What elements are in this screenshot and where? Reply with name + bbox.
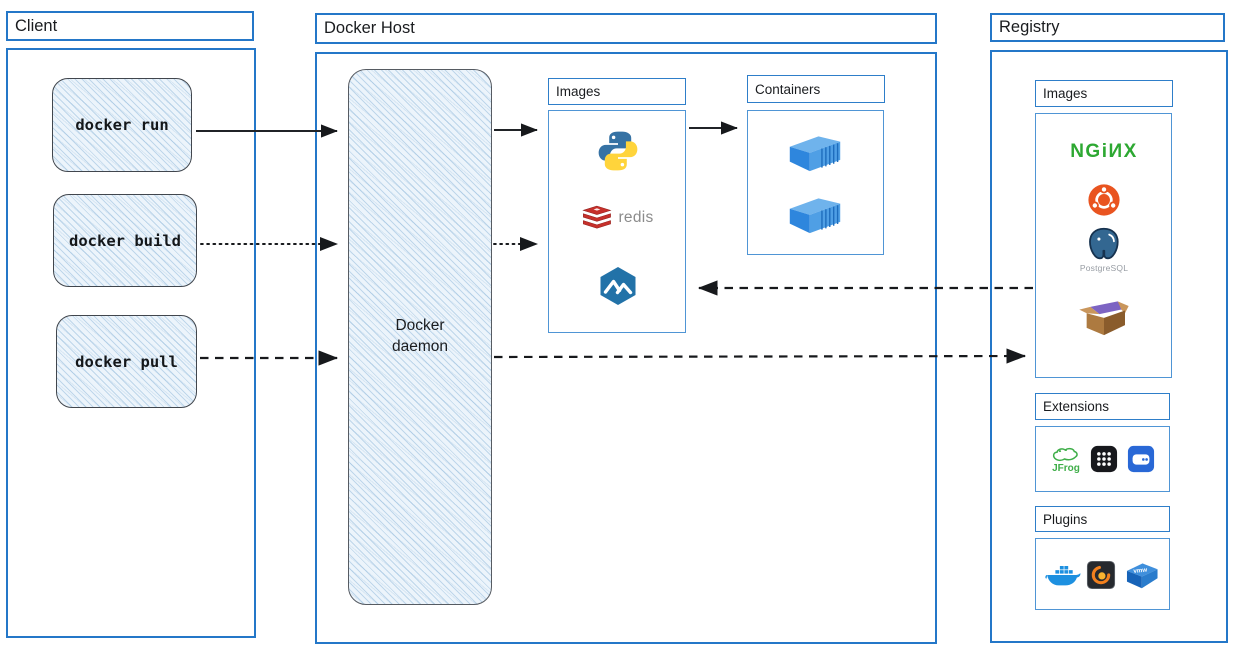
dots-grid-extension-icon <box>1090 445 1118 473</box>
docker-whale-icon <box>1045 566 1081 586</box>
grafana-icon <box>1086 560 1116 590</box>
postgresql-icon <box>1089 227 1119 260</box>
grafana-icon <box>1086 560 1116 590</box>
container-icon <box>787 132 843 172</box>
container-icon <box>789 198 841 234</box>
postgresql-wordmark: PostgreSQL <box>1079 263 1129 273</box>
jfrog-logo: JFrog <box>1051 446 1081 474</box>
dots-grid-extension-icon <box>1090 445 1118 473</box>
redis-label: redis <box>618 209 654 226</box>
plugins-title-bar: Plugins <box>1035 506 1170 532</box>
plugins-title: Plugins <box>1043 511 1088 527</box>
containers-box <box>747 110 884 255</box>
disk-drive-extension-icon <box>1127 445 1155 473</box>
container-icon <box>789 136 841 172</box>
containers-title: Containers <box>755 81 821 97</box>
jfrog-icon <box>1052 447 1078 462</box>
docker-run-label: docker run <box>75 116 169 134</box>
docker-build-node: docker build <box>53 194 197 287</box>
host-images-title: Images <box>556 84 601 99</box>
docker-pull-label: docker pull <box>75 352 178 371</box>
disk-drive-extension-icon <box>1127 445 1155 473</box>
extensions-box: JFrog <box>1035 426 1170 492</box>
docker-host-title: Docker Host <box>324 19 415 37</box>
nginx-wordmark: NGiИX <box>1070 141 1138 162</box>
docker-build-label: docker build <box>69 231 181 250</box>
docker-whale-icon <box>1045 562 1081 589</box>
container-icon <box>787 194 843 234</box>
plugins-box: vmw <box>1035 538 1170 610</box>
vmware-icon: vmw <box>1126 563 1158 589</box>
python-icon <box>596 129 640 173</box>
client-title-bar: Client <box>6 11 254 41</box>
docker-pull-node: docker pull <box>56 315 197 408</box>
docker-run-node: docker run <box>52 78 192 172</box>
host-images-title-bar: Images <box>548 78 686 105</box>
registry-title-bar: Registry <box>990 13 1225 42</box>
ubuntu-logo <box>1088 184 1121 217</box>
jfrog-wordmark: JFrog <box>1052 463 1080 474</box>
ubuntu-logo <box>1088 184 1120 216</box>
busybox-logo <box>1077 295 1131 337</box>
registry-title: Registry <box>999 18 1060 36</box>
python-icon <box>598 131 638 171</box>
vmware-wordmark: vmw <box>1133 567 1148 575</box>
vmware-icon: vmw <box>1122 560 1160 590</box>
client-title: Client <box>15 16 58 35</box>
registry-images-title-bar: Images <box>1035 80 1173 107</box>
docker-host-title-bar: Docker Host <box>315 13 937 44</box>
registry-images-box: NGiИX PostgreSQL <box>1035 113 1172 378</box>
alpine-icon <box>596 266 640 306</box>
alpine-icon <box>600 267 636 305</box>
containers-title-bar: Containers <box>747 75 885 103</box>
docker-daemon-node: Docker daemon <box>348 69 492 605</box>
busybox-icon <box>1079 301 1129 336</box>
registry-images-title: Images <box>1043 86 1088 101</box>
docker-daemon-label: Docker daemon <box>391 317 448 355</box>
postgresql-logo: PostgreSQL <box>1080 227 1128 273</box>
host-images-box: redis <box>548 110 686 333</box>
redis-image-item: redis <box>582 205 653 231</box>
nginx-logo: NGiИX <box>1070 141 1138 163</box>
extensions-title: Extensions <box>1043 399 1110 414</box>
extensions-title-bar: Extensions <box>1035 393 1170 420</box>
redis-icon <box>582 205 612 229</box>
